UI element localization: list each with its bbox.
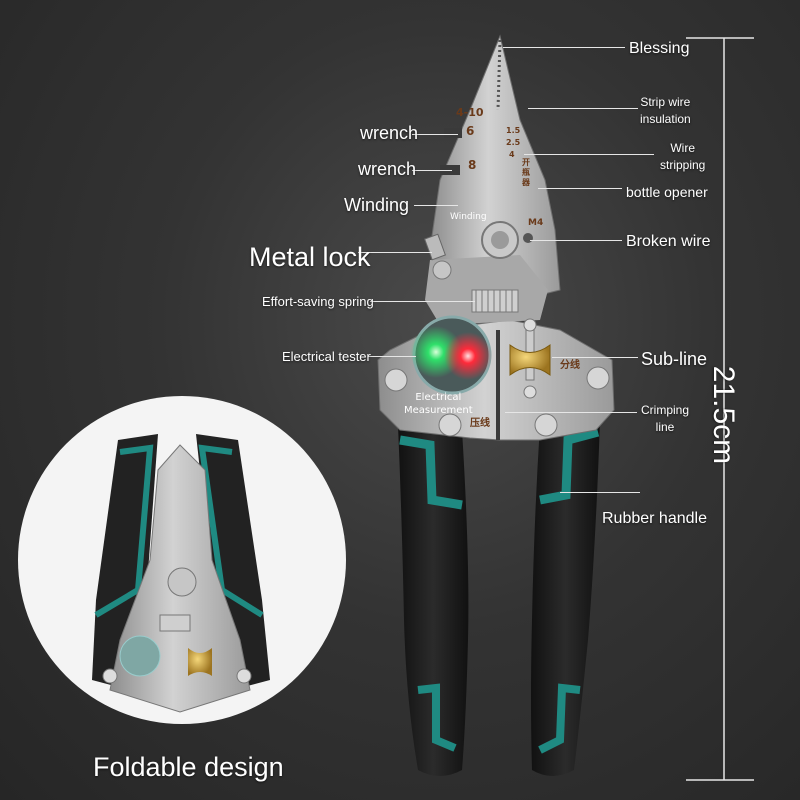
label-crimping-line1: Crimping [641,403,690,417]
label-wire-stripping-line1: Wire [670,141,696,155]
label-foldable-design: Foldable design [93,752,284,782]
marking-wrench-8: 8 [468,158,477,172]
effort-saving-spring [471,289,519,313]
callout-line-wrench1 [412,134,458,135]
callout-line-wire-stripping [524,154,654,155]
rubber-handle-right [531,420,600,776]
marking-electrical-line2: Measurement [404,405,473,416]
callout-line-tester [368,356,416,357]
marking-electrical-line1: Electrical [415,392,462,403]
foldable-inset [18,396,346,724]
marking-wrench-6: 6 [466,124,475,138]
label-blessing: Blessing [629,40,690,57]
marking-gauge-1-5: 1.5 [506,126,521,135]
label-winding: Winding [344,195,410,215]
label-metal-lock: Metal lock [249,242,371,272]
callout-line-strip [528,108,638,109]
label-wrench-1: wrench [360,123,419,143]
callout-line-broken [530,240,622,241]
marking-crimp: 压线 [470,418,490,429]
callout-line-metal-lock [358,252,432,253]
sub-line-roller [509,318,551,399]
marking-electrical-measurement: Electrical Measurement [404,391,473,417]
marking-gauge-2-5: 2.5 [506,138,521,147]
label-wrench-2: wrench [358,159,417,179]
rubber-handle-left [398,425,469,776]
label-effort-saving-spring: Effort-saving spring [262,294,374,309]
label-strip-line2: insulation [640,112,691,126]
callout-line-wrench2 [412,170,452,171]
marking-size-range: 4-10 [456,106,484,119]
dimension-marker [686,37,754,781]
label-electrical-tester: Electrical tester [282,349,371,364]
label-broken-wire: Broken wire [626,233,711,250]
marking-gauge-4: 4 [509,150,515,159]
callout-line-sub-line [552,357,638,358]
marking-winding: Winding [450,212,487,222]
label-wire-stripping: Wire stripping [660,140,705,174]
callout-line-bottle [538,188,622,189]
label-strip-line1: Strip wire [640,95,691,109]
label-crimping-line2: line [655,420,675,434]
callout-line-spring [370,301,475,302]
electrical-tester-window [410,315,492,395]
label-dimension: 21.5cm [707,365,740,465]
label-bottle-opener: bottle opener [626,184,708,200]
label-rubber-handle: Rubber handle [602,510,707,527]
marking-open-bottle: 开瓶器 [522,158,530,187]
label-crimping-line: Crimping line [641,402,689,436]
callout-line-blessing [503,47,625,48]
label-strip-wire-insulation: Strip wire insulation [640,94,691,128]
marking-m4: M4 [528,218,544,228]
label-sub-line: Sub-line [641,349,708,369]
label-wire-stripping-line2: stripping [660,158,706,172]
marking-sub-line: 分线 [560,360,580,371]
callout-line-winding [414,205,458,206]
callout-line-handle [560,492,640,493]
callout-line-crimp [505,412,637,413]
